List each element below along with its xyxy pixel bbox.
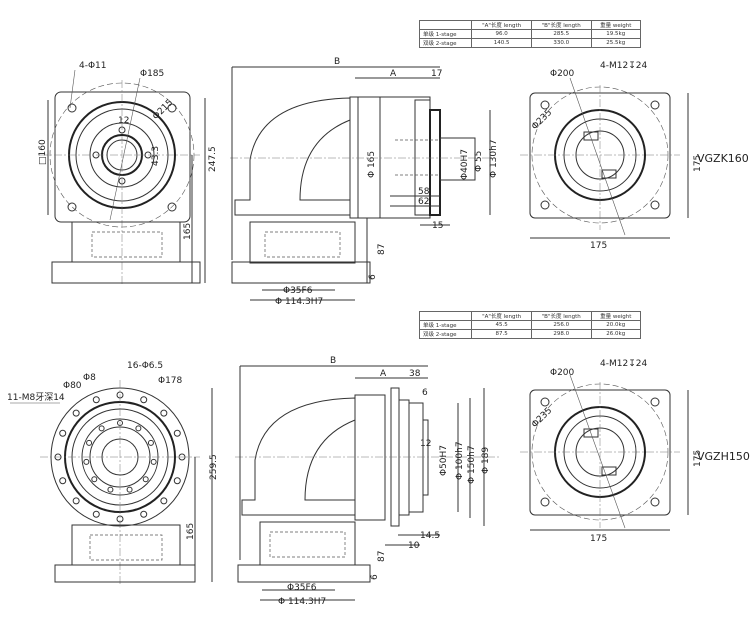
dim-bore: Φ50H7 <box>439 445 449 476</box>
vgzh150-motor-flange-view: Φ200 4-M12↧24 Φ235 175 175 VGZH150 <box>520 359 750 544</box>
dim-center: 165 <box>183 223 193 240</box>
bolt-hole <box>150 458 157 465</box>
vgzh150-front-view: 11-M8牙深14 Φ80 Φ8 16-Φ6.5 Φ178 259.5 165 <box>7 361 219 585</box>
spec-table-vgzh150: "A"长度 length "B"长度 length 重量 weight 单级 1… <box>418 311 641 339</box>
dim-6: 6 <box>368 274 378 280</box>
dim-A: A <box>380 369 387 379</box>
dim-motor-diag: Φ235 <box>530 406 554 430</box>
dim-square: □160 <box>38 139 48 165</box>
dim-holes: 16-Φ6.5 <box>127 361 163 371</box>
dim-tap: 11-M8牙深14 <box>7 392 65 403</box>
bolt-hole <box>92 510 100 518</box>
vgzk160-motor-flange-view: Φ200 4-M12↧24 Φ235 175 175 VGZK160 <box>520 61 749 251</box>
dim-flange: Φ 114.3H7 <box>275 297 323 307</box>
dim-motor-height: 175 <box>693 450 703 467</box>
cell: 25.5kg <box>590 38 641 48</box>
cell: 26.0kg <box>590 329 641 339</box>
bolt-hole <box>147 439 154 446</box>
bolt-hole <box>83 458 90 465</box>
bolt-hole <box>173 429 181 437</box>
dim-6: 6 <box>370 574 380 580</box>
bolt-hole <box>107 486 114 493</box>
dim-100: Φ 100h7 <box>455 441 465 480</box>
dim-key: 12 <box>118 116 129 126</box>
vgzh150-side-view: B A 38 6 12 Φ50H7 Φ 100h7 Φ 150h7 Φ 189 … <box>235 356 500 607</box>
dim-87: 87 <box>377 551 387 562</box>
dim-pcd: Φ185 <box>140 69 164 79</box>
bolt-hole <box>59 477 67 485</box>
cell: 330.0 <box>530 38 592 48</box>
dim-shaft: Φ35F6 <box>287 583 317 593</box>
dim-motor-width: 175 <box>590 534 607 544</box>
dim-shaft: Φ35F6 <box>283 286 313 296</box>
vgzk160-front-view: 4-Φ11 Φ185 Φ215 12 43.3 □160 247.5 165 <box>38 61 218 285</box>
bolt-hole <box>86 439 93 446</box>
table-row: 单级 1-stage 45.5 256.0 20.0kg <box>418 320 641 330</box>
dim-motor-pcd: Φ200 <box>550 69 575 79</box>
dim-outer: Φ215 <box>151 98 175 122</box>
vgzk160-side-view: B A 17 Φ 165 Φ40H7 Φ 55 Φ 130h7 58 62 15… <box>230 57 499 307</box>
spec-table-vgzk160: "A"长度 length "B"长度 length 重量 weight 单级 1… <box>418 20 641 48</box>
table-row: 双级 2-stage 140.5 330.0 25.5kg <box>418 38 641 48</box>
dim-center: 165 <box>186 523 196 540</box>
dim-bore: Φ40H7 <box>460 149 470 180</box>
dim-holes: 4-Φ11 <box>79 61 107 71</box>
bolt-hole <box>140 396 148 404</box>
dim-key-height: 43.3 <box>151 146 161 166</box>
dim-motor-width: 175 <box>590 241 607 251</box>
dim-motor-pcd: Φ200 <box>550 368 575 378</box>
dim-height: 259.5 <box>209 454 219 480</box>
dim-55: Φ 55 <box>474 151 484 172</box>
bolt-hole <box>173 477 181 485</box>
bolt-hole <box>126 486 133 493</box>
dim-motor-holes: 4-M12↧24 <box>600 61 647 71</box>
dim-6-top: 6 <box>422 388 428 398</box>
cell: 298.0 <box>530 329 592 339</box>
bolt-hole <box>72 409 80 417</box>
dim-height: 247.5 <box>208 146 218 172</box>
bolt-hole <box>142 476 149 483</box>
dim-15: 15 <box>432 221 443 231</box>
dim-150: Φ 150h7 <box>467 445 477 484</box>
dim-A: A <box>390 69 397 79</box>
cell: 双级 2-stage <box>418 329 473 339</box>
model-label: VGZK160 <box>697 152 749 165</box>
bolt-hole <box>72 497 80 505</box>
dim-165: Φ 165 <box>367 151 377 178</box>
bolt-hole <box>92 396 100 404</box>
dim-motor-diag: Φ235 <box>530 108 554 132</box>
dim-80: Φ80 <box>63 381 82 391</box>
dim-motor-holes: 4-M12↧24 <box>600 359 647 369</box>
dim-12: 12 <box>420 439 431 449</box>
dim-58: 58 <box>418 187 430 197</box>
dim-B: B <box>330 356 336 366</box>
bolt-hole <box>98 425 105 432</box>
bolt-hole <box>160 497 168 505</box>
bolt-hole <box>140 510 148 518</box>
table-row: 双级 2-stage 87.5 298.0 26.0kg <box>418 329 641 339</box>
dim-10: 10 <box>408 541 420 551</box>
dim-62: 62 <box>418 197 429 207</box>
dim-motor-height: 175 <box>693 155 703 172</box>
dim-87: 87 <box>377 244 387 255</box>
dim-flange: Φ 114.3H7 <box>278 597 326 607</box>
dim-38: 38 <box>409 369 421 379</box>
bolt-hole <box>135 425 142 432</box>
dim-17: 17 <box>431 69 442 79</box>
cell: 双级 2-stage <box>418 38 473 48</box>
dim-189: Φ 189 <box>481 447 491 474</box>
dim-B: B <box>334 57 340 67</box>
dim-8: Φ8 <box>83 373 96 383</box>
model-label: VGZH150 <box>697 450 750 463</box>
bolt-hole <box>91 476 98 483</box>
bolt-hole <box>160 409 168 417</box>
dim-pilot: Φ 130h7 <box>489 139 499 178</box>
dim-14-5: 14.5 <box>420 531 440 541</box>
dim-pcd: Φ178 <box>158 376 183 386</box>
bolt-hole <box>59 429 67 437</box>
